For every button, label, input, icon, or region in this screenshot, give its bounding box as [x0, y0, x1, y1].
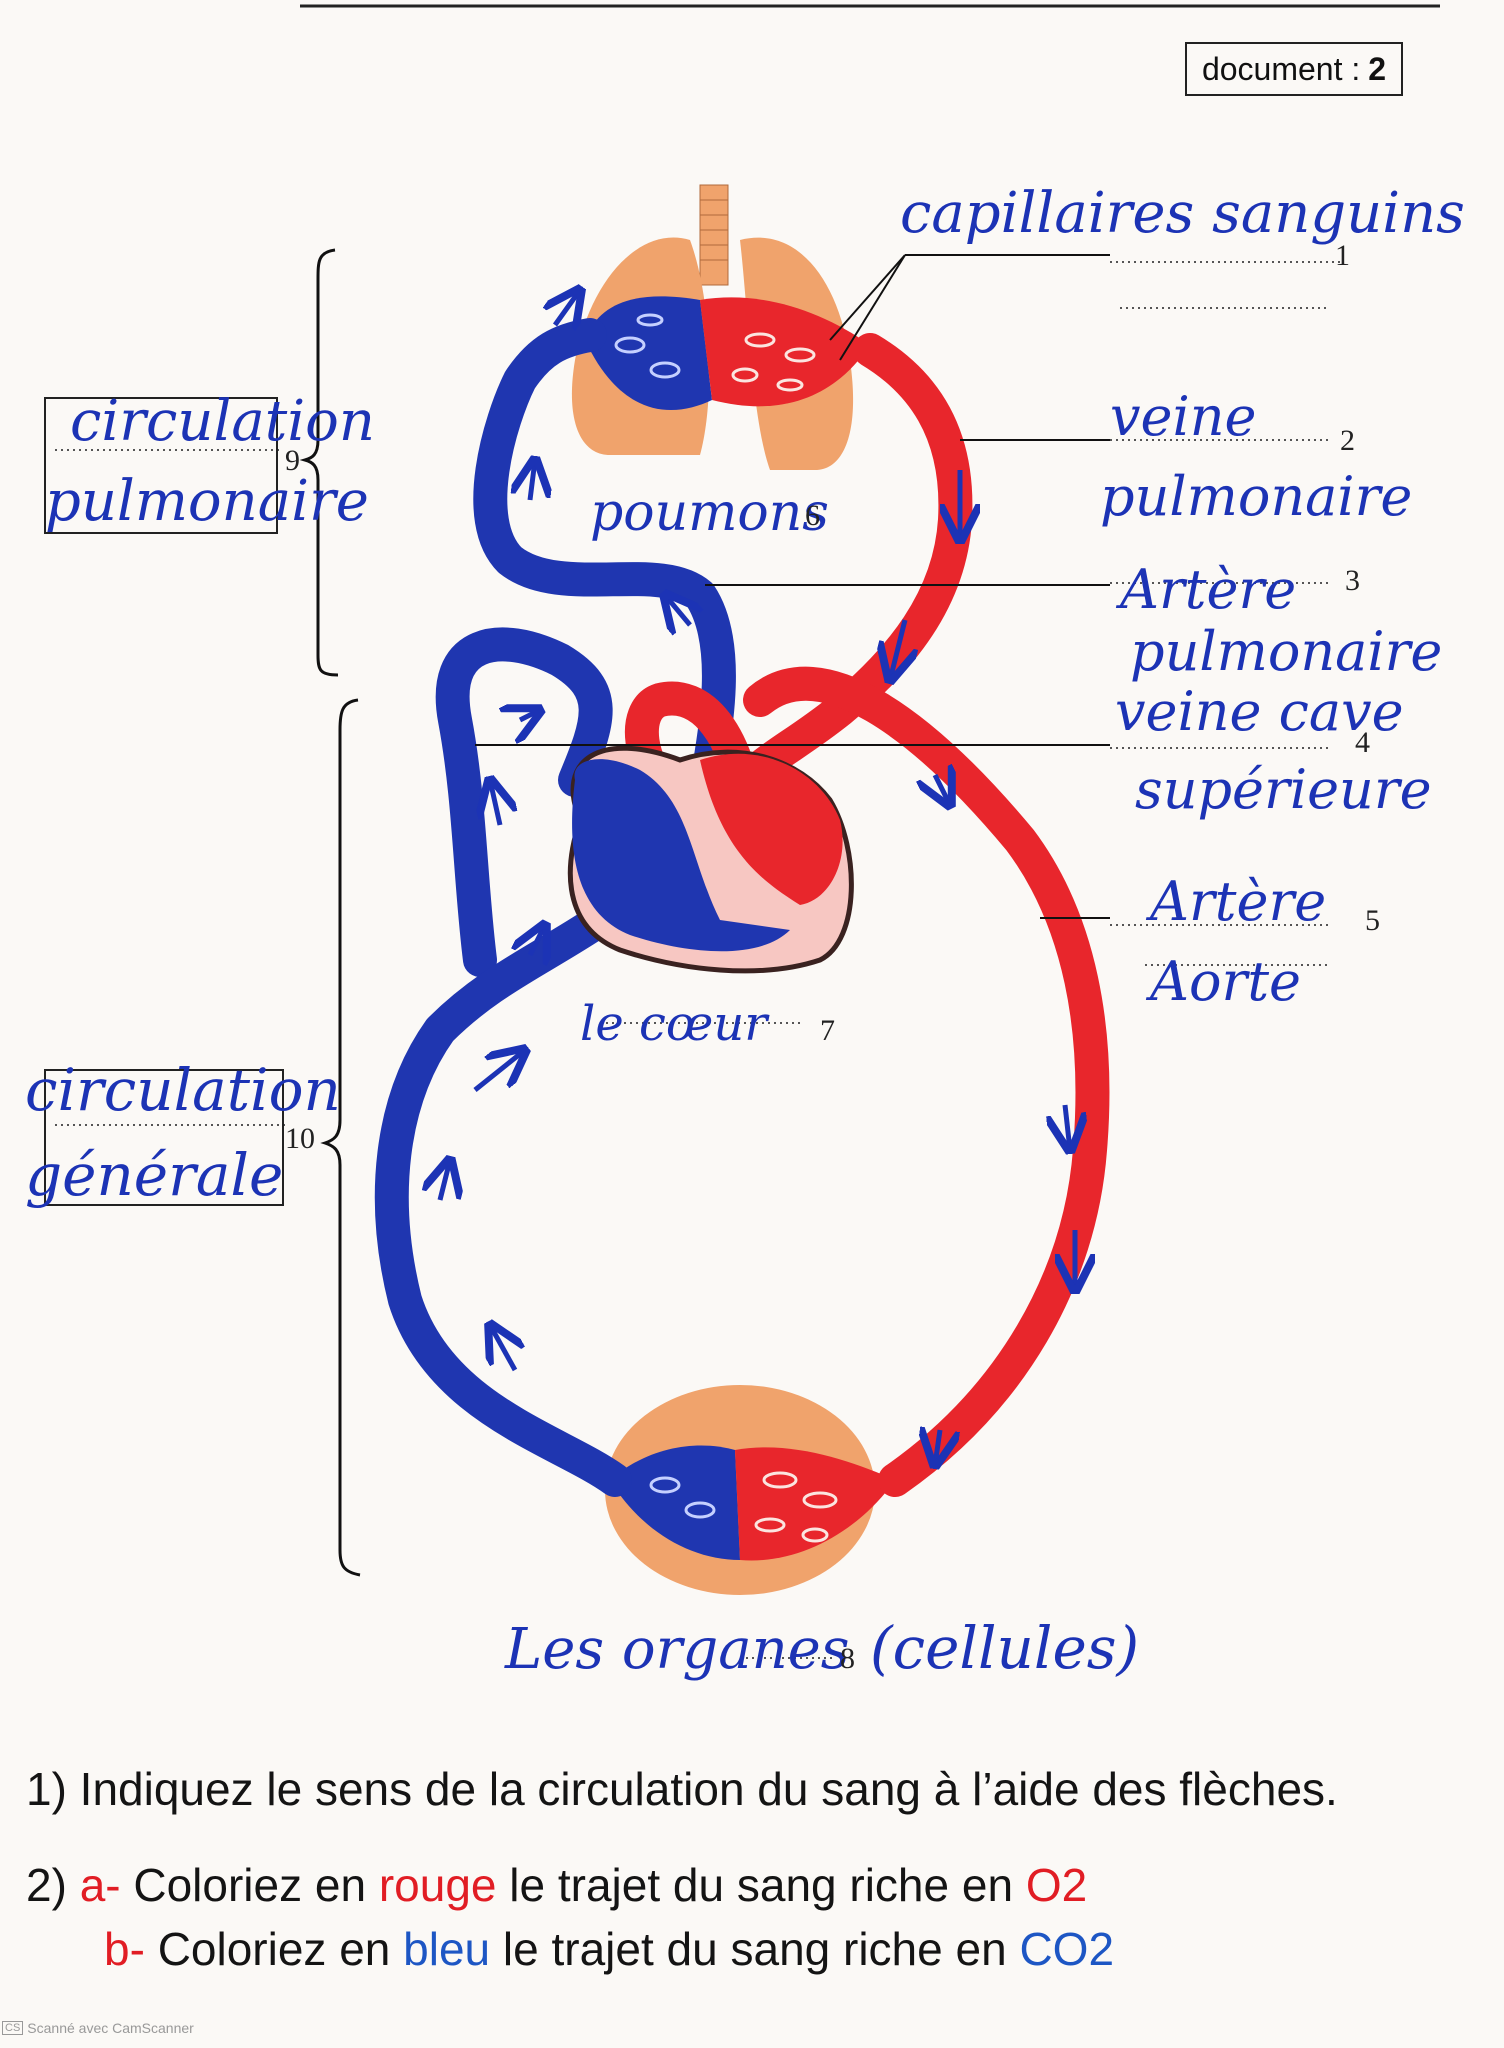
- organs: [605, 1385, 895, 1595]
- number-7: 7: [820, 1014, 835, 1047]
- question-2b: b- Coloriez en bleu le trajet du sang ri…: [104, 1922, 1114, 1976]
- label-cellules: (cellules): [870, 1614, 1139, 1682]
- number-6: 6: [805, 499, 820, 532]
- question-2a: 2) a- Coloriez en rouge le trajet du san…: [26, 1858, 1087, 1912]
- label-box-9: [44, 397, 278, 534]
- document-number: 2: [1368, 50, 1387, 87]
- arrow-icon: [530, 925, 545, 955]
- number-9: 9: [285, 444, 300, 477]
- arrow-icon: [490, 780, 500, 826]
- trachea: [699, 184, 729, 286]
- arrow-icon: [665, 595, 690, 625]
- label-circulation-pulmonaire-line1: circulation: [70, 389, 375, 454]
- flow-arrows: [440, 290, 1075, 1465]
- number-4: 4: [1355, 726, 1370, 759]
- question-2a-gas: O2: [1025, 1859, 1088, 1911]
- scanner-footer: CS Scanné avec CamScanner: [2, 2020, 194, 2036]
- number-10: 10: [285, 1122, 315, 1155]
- question-2b-label: b-: [104, 1923, 145, 1975]
- organ-capillaries-red: [735, 1447, 895, 1561]
- label-box-10: [44, 1069, 284, 1206]
- label-veine-pulmonaire-line1: veine: [1110, 385, 1256, 448]
- label-capillaires: capillaires sanguins: [900, 181, 1465, 246]
- heart-right-side: [572, 759, 790, 952]
- label-artere-aorte-line1: Artère: [1145, 870, 1326, 933]
- question-2a-color: rouge: [378, 1859, 497, 1911]
- label-veine-cave-line2: supérieure: [1135, 758, 1432, 821]
- pulmonary-vein-path: [723, 333, 973, 807]
- label-veine-cave-line1: veine cave: [1115, 680, 1404, 743]
- number-5: 5: [1365, 904, 1380, 937]
- question-2a-label: a-: [79, 1859, 121, 1911]
- label-artere-pulmonaire-line2: pulmonaire: [1130, 620, 1442, 683]
- question-2-prefix: 2): [26, 1859, 67, 1911]
- label-circulation-pulmonaire-line2: pulmonaire: [45, 469, 369, 534]
- vena-cava-superior: [435, 627, 613, 977]
- document-label: document :: [1201, 50, 1361, 87]
- arrow-icon: [520, 710, 540, 720]
- arrow-icon: [490, 1325, 515, 1372]
- number-1: 1: [1335, 239, 1350, 272]
- question-2a-text1: Coloriez en: [133, 1859, 367, 1911]
- lungs: [571, 184, 870, 470]
- lung-capillaries-blue: [585, 296, 712, 411]
- arrow-icon: [530, 460, 535, 501]
- dotted-lines: [55, 261, 1340, 1659]
- arrow-icon: [935, 775, 950, 805]
- number-8: 8: [840, 1642, 855, 1675]
- label-circulation-generale-line1: circulation: [25, 1056, 341, 1124]
- brace-general: [320, 698, 361, 1577]
- document-number-box: document : 2: [1185, 42, 1403, 96]
- arrow-icon: [555, 290, 580, 325]
- label-poumons: poumons: [590, 483, 829, 543]
- question-1: 1) Indiquez le sens de la circulation du…: [26, 1763, 1338, 1815]
- label-coeur: le cœur: [580, 996, 770, 1052]
- label-organes: Les organes: [504, 1617, 850, 1682]
- lung-capillaries-red: [700, 297, 870, 407]
- pointer-lines: [475, 254, 1110, 919]
- heart-left-side: [700, 753, 843, 905]
- vena-cava-inferior: [374, 813, 632, 1497]
- camscanner-text: Scanné avec CamScanner: [27, 2020, 194, 2036]
- number-2: 2: [1340, 424, 1355, 457]
- camscanner-badge: CS: [2, 2021, 24, 2035]
- brace-pulmonary: [299, 248, 339, 677]
- organ-capillaries-blue: [610, 1445, 740, 1560]
- arrow-icon: [935, 1430, 940, 1465]
- label-artere-aorte-line2: Aorte: [1145, 950, 1301, 1013]
- heart: [567, 745, 854, 974]
- label-circulation-generale-line2: générale: [25, 1141, 283, 1209]
- question-2a-text2: le trajet du sang riche en: [509, 1859, 1014, 1911]
- question-2b-text2: le trajet du sang riche en: [502, 1923, 1007, 1975]
- label-veine-pulmonaire-line2: pulmonaire: [1100, 465, 1412, 528]
- arrow-icon: [890, 619, 905, 680]
- question-2b-text1: Coloriez en: [157, 1923, 391, 1975]
- arrow-icon: [440, 1160, 450, 1201]
- number-3: 3: [1345, 564, 1360, 597]
- question-2b-color: bleu: [403, 1923, 491, 1975]
- label-artere-pulmonaire-line1: Artère: [1115, 558, 1296, 621]
- arrow-icon: [473, 1050, 525, 1092]
- pulmonary-artery-path: [473, 318, 736, 832]
- question-2b-gas: CO2: [1019, 1923, 1115, 1975]
- arrow-icon: [1065, 1104, 1070, 1150]
